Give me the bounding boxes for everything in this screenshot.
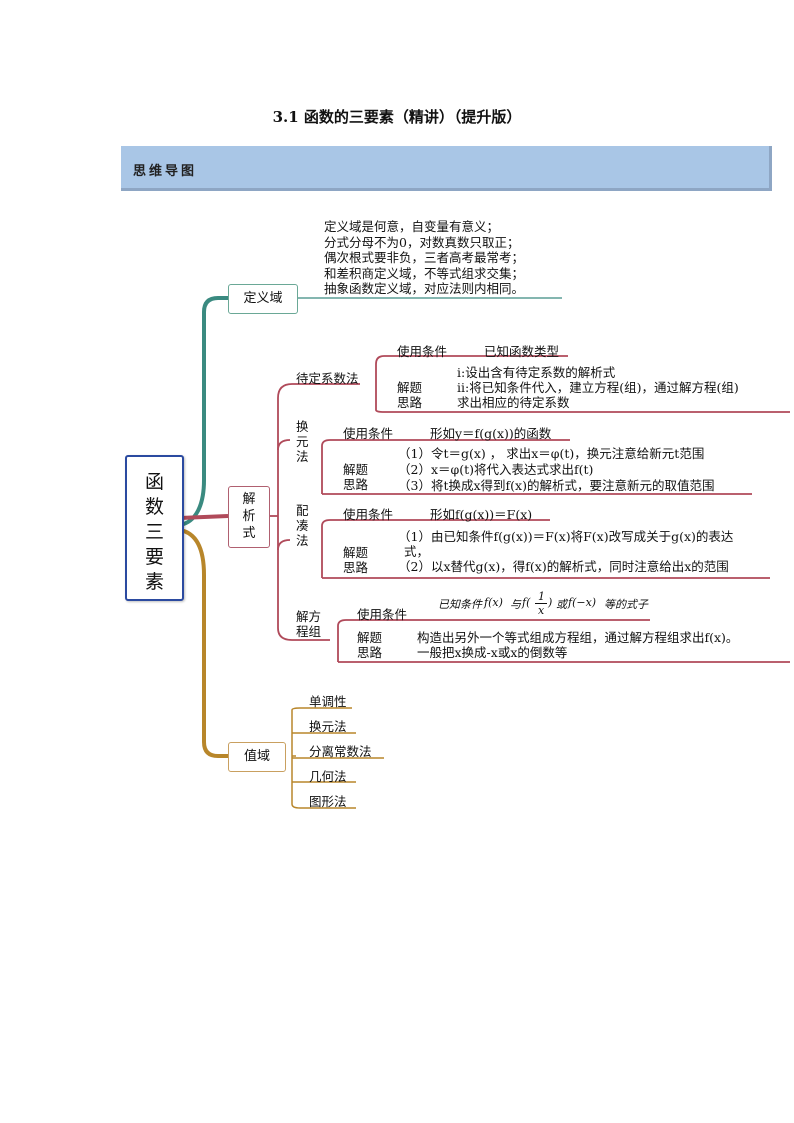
step-line: 式， xyxy=(404,544,430,559)
banner-label: 思维导图 xyxy=(133,164,198,179)
method-matching: 配 凑 法 xyxy=(296,503,309,548)
method-char: 解方 xyxy=(296,609,322,624)
node-range: 值域 xyxy=(228,742,286,772)
step-line: （3）将t换成x得到f(x)的解析式，要注意新元的取值范围 xyxy=(398,478,715,493)
steps-text: （1）由已知条件f(g(x))＝F(x)将F(x)改写成关于g(x)的表达 式，… xyxy=(398,529,733,574)
steps-label: 解题 思路 xyxy=(343,545,368,575)
condition-label: 使用条件 xyxy=(343,426,394,441)
analytic-char: 解 xyxy=(242,492,256,507)
steps-text: i:设出含有待定系数的解析式 ii:将已知条件代入，建立方程(组)，通过解方程(… xyxy=(457,365,739,410)
method-char: 法 xyxy=(296,449,309,464)
formula-part: 与 xyxy=(510,598,521,611)
step-line: （2）以x替代g(x)，得f(x)的解析式，同时注意给出x的范围 xyxy=(398,559,729,574)
condition-text: 形如f(g(x))＝F(x) xyxy=(430,507,533,522)
step-line: ii:将已知条件代入，建立方程(组)，通过解方程(组) xyxy=(457,380,739,395)
method-equations: 解方 程组 xyxy=(296,609,321,639)
step-line: （1）由已知条件f(g(x))＝F(x)将F(x)改写成关于g(x)的表达 xyxy=(398,529,734,544)
steps-text: 构造出另外一个等式组成方程组，通过解方程组求出f(x)。 一般把x换成-x或x的… xyxy=(417,630,738,660)
analytic-char: 式 xyxy=(242,526,256,541)
range-method: 分离常数法 xyxy=(309,744,372,759)
formula-part: ) xyxy=(548,596,553,609)
method-char: 凑 xyxy=(296,518,309,533)
root-char: 要 xyxy=(144,546,164,568)
steps-text: （1）令t＝g(x) ， 求出x＝φ(t)，换元注意给新元t范围 （2）x＝φ(… xyxy=(398,446,714,494)
step-line: （2）x＝φ(t)将代入表达式求出f(t) xyxy=(398,462,594,477)
method-undetermined: 待定系数法 xyxy=(296,371,359,386)
formula-part: 等的式子 xyxy=(604,598,648,611)
section-banner: 思维导图 xyxy=(121,146,772,191)
root-char: 函 xyxy=(144,471,164,493)
step-line: 构造出另外一个等式组成方程组，通过解方程组求出f(x)。 xyxy=(417,630,739,645)
formula-part: 或 xyxy=(556,598,567,611)
method-substitution: 换 元 法 xyxy=(296,419,309,464)
formula-part: f(x) xyxy=(484,596,503,609)
method-char: 元 xyxy=(296,434,309,449)
domain-note: 定义域是何意，自变量有意义； xyxy=(324,219,500,234)
method-char: 法 xyxy=(296,533,309,548)
step-line: （1）令t＝g(x) ， 求出x＝φ(t)，换元注意给新元t范围 xyxy=(398,446,705,461)
steps-label-line: 解题 xyxy=(343,545,369,560)
formula-denominator: x xyxy=(538,604,545,617)
steps-label-line: 解题 xyxy=(343,462,369,477)
steps-label-line: 思路 xyxy=(357,645,383,660)
steps-label: 解题 思路 xyxy=(357,630,382,660)
root-char: 三 xyxy=(144,521,164,543)
analytic-char: 析 xyxy=(242,509,256,524)
steps-label-line: 思路 xyxy=(397,395,423,410)
mindmap-root: 函 数 三 要 素 xyxy=(125,455,184,601)
domain-note: 分式分母不为0，对数真数只取正； xyxy=(324,234,520,250)
range-method: 几何法 xyxy=(309,769,347,784)
steps-label: 解题 思路 xyxy=(397,380,422,410)
domain-note: 抽象函数定义域，对应法则内相同。 xyxy=(324,281,525,296)
node-domain: 定义域 xyxy=(228,284,298,314)
condition-label: 使用条件 xyxy=(343,507,394,522)
domain-note: 和差积商定义域，不等式组求交集； xyxy=(324,265,525,281)
domain-notes: 定义域是何意，自变量有意义； 分式分母不为0，对数真数只取正； 偶次根式要非负，… xyxy=(324,219,524,297)
domain-note: 偶次根式要非负，三者高考最常考； xyxy=(324,250,525,265)
page-title: 3.1 函数的三要素（精讲）（提升版） xyxy=(272,108,522,126)
formula-numerator: 1 xyxy=(538,590,545,603)
step-line: i:设出含有待定系数的解析式 xyxy=(457,365,616,380)
step-line: 求出相应的待定系数 xyxy=(457,395,570,410)
range-method: 图形法 xyxy=(309,794,347,809)
steps-label-line: 思路 xyxy=(343,477,369,492)
steps-label-line: 思路 xyxy=(343,560,369,575)
node-analytic: 解 析 式 xyxy=(228,486,270,548)
formula-part: f(−x) xyxy=(568,596,597,609)
steps-label-line: 解题 xyxy=(357,630,383,645)
method-char: 配 xyxy=(296,503,309,518)
formula-part: f( xyxy=(522,596,531,609)
formula-part: 已知条件 xyxy=(438,598,482,611)
steps-label-line: 解题 xyxy=(397,380,423,395)
range-method: 单调性 xyxy=(309,694,347,709)
method-char: 换 xyxy=(296,419,309,434)
steps-label: 解题 思路 xyxy=(343,462,368,492)
step-line: 一般把x换成-x或x的倒数等 xyxy=(417,645,568,660)
method-char: 程组 xyxy=(296,624,322,639)
root-char: 素 xyxy=(144,571,164,593)
condition-text: 已知函数类型 xyxy=(484,344,560,359)
condition-text: 形如y＝f(g(x))的函数 xyxy=(430,426,552,441)
root-char: 数 xyxy=(144,496,164,518)
condition-label: 使用条件 xyxy=(397,344,448,359)
range-method: 换元法 xyxy=(309,719,347,734)
condition-label: 使用条件 xyxy=(357,607,408,622)
